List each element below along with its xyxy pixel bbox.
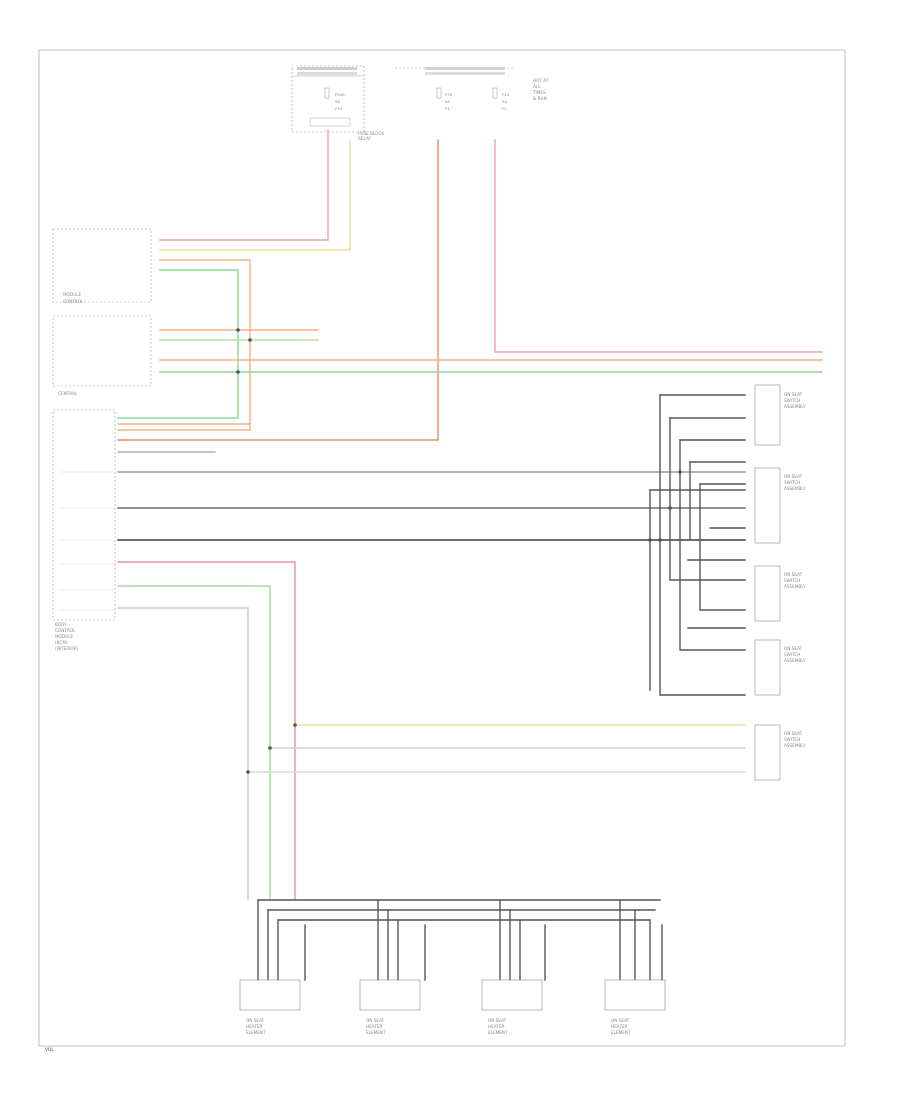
svg-text:F4: F4	[445, 106, 450, 111]
module-box-middle: CENTRAL	[52, 315, 152, 396]
svg-text:CENTRAL: CENTRAL	[58, 391, 78, 396]
svg-text:ASSEMBLY: ASSEMBLY	[784, 404, 806, 409]
svg-text:HEATER: HEATER	[366, 1024, 383, 1029]
svg-text:TIMES: TIMES	[532, 90, 546, 95]
splice-points	[236, 328, 682, 774]
svg-text:ELEMENT: ELEMENT	[246, 1030, 266, 1035]
svg-text:SWITCH: SWITCH	[784, 578, 800, 583]
svg-text:F34: F34	[335, 106, 343, 111]
switch-3	[754, 565, 781, 622]
svg-text:ASSEMBLY: ASSEMBLY	[784, 486, 806, 491]
svg-text:ASSEMBLY: ASSEMBLY	[784, 743, 806, 748]
svg-text:5A: 5A	[445, 99, 450, 104]
svg-text:ON SEAT: ON SEAT	[784, 572, 803, 577]
svg-text:5A: 5A	[502, 99, 507, 104]
bcm-output-wires	[117, 451, 746, 901]
svg-text:& RUN: & RUN	[533, 96, 547, 101]
svg-text:5A: 5A	[335, 99, 340, 104]
svg-text:F3: F3	[502, 106, 507, 111]
svg-text:(BCM): (BCM)	[55, 640, 68, 645]
svg-text:ON SEAT: ON SEAT	[784, 646, 803, 651]
svg-text:CONTROL: CONTROL	[63, 299, 84, 304]
svg-text:SWITCH: SWITCH	[784, 737, 800, 742]
switch-4	[754, 639, 781, 696]
top-fuse-box-right: F38 5A F4 F44 5A F3 HOT AT ALL TIMES & R…	[395, 67, 549, 111]
svg-text:ELEMENT: ELEMENT	[611, 1030, 631, 1035]
bcm-pin-labels	[60, 471, 115, 611]
svg-text:ALL: ALL	[533, 84, 541, 89]
svg-text:ON SEAT: ON SEAT	[366, 1018, 385, 1023]
svg-text:HOT AT: HOT AT	[533, 78, 549, 83]
svg-text:HEATER: HEATER	[246, 1024, 263, 1029]
svg-text:SWITCH: SWITCH	[784, 480, 800, 485]
svg-text:MODULE: MODULE	[63, 292, 82, 297]
svg-text:(INTERIOR): (INTERIOR)	[55, 646, 79, 651]
right-switch-network	[649, 394, 746, 696]
svg-text:F38: F38	[445, 92, 453, 97]
svg-text:ON SEAT: ON SEAT	[784, 474, 803, 479]
top-fuse-box-left: F50A 5A F34 FUSE BLOCK RELAY	[291, 65, 384, 141]
svg-text:ELEMENT: ELEMENT	[366, 1030, 386, 1035]
svg-text:ON SEAT: ON SEAT	[488, 1018, 507, 1023]
footer-label: VOL	[45, 1047, 54, 1053]
svg-text:BODY: BODY	[55, 622, 67, 627]
switch-2	[754, 467, 781, 544]
svg-text:HEATER: HEATER	[488, 1024, 505, 1029]
switch-5	[754, 724, 781, 781]
svg-text:F50A: F50A	[335, 92, 345, 97]
module-link-wires	[117, 259, 823, 431]
svg-text:ELEMENT: ELEMENT	[488, 1030, 508, 1035]
svg-text:ASSEMBLY: ASSEMBLY	[784, 584, 806, 589]
svg-text:ON SEAT: ON SEAT	[784, 731, 803, 736]
heater-2	[359, 979, 421, 1011]
module-box-lower: BODY CONTROL MODULE (BCM) (INTERIOR)	[52, 409, 116, 651]
svg-text:MODULE: MODULE	[55, 634, 74, 639]
switch-1	[754, 384, 781, 446]
svg-text:SWITCH: SWITCH	[784, 398, 800, 403]
svg-text:ASSEMBLY: ASSEMBLY	[784, 658, 806, 663]
diagram-border	[38, 49, 846, 1047]
bottom-harness	[257, 899, 663, 981]
heater-3	[481, 979, 543, 1011]
module-box-upper: MODULE CONTROL	[52, 228, 152, 304]
svg-text:RELAY: RELAY	[358, 136, 372, 141]
power-feed-wires	[117, 129, 823, 441]
svg-text:ON SEAT: ON SEAT	[611, 1018, 630, 1023]
svg-text:HEATER: HEATER	[611, 1024, 628, 1029]
svg-text:CONTROL: CONTROL	[55, 628, 76, 633]
heater-1	[239, 979, 301, 1011]
svg-text:ON SEAT: ON SEAT	[246, 1018, 265, 1023]
svg-text:FUSE BLOCK: FUSE BLOCK	[358, 131, 384, 136]
heater-4	[604, 979, 666, 1011]
svg-text:SWITCH: SWITCH	[784, 652, 800, 657]
svg-text:F44: F44	[502, 92, 510, 97]
svg-text:ON SEAT: ON SEAT	[784, 392, 803, 397]
lower-switch-feeds	[247, 724, 746, 773]
